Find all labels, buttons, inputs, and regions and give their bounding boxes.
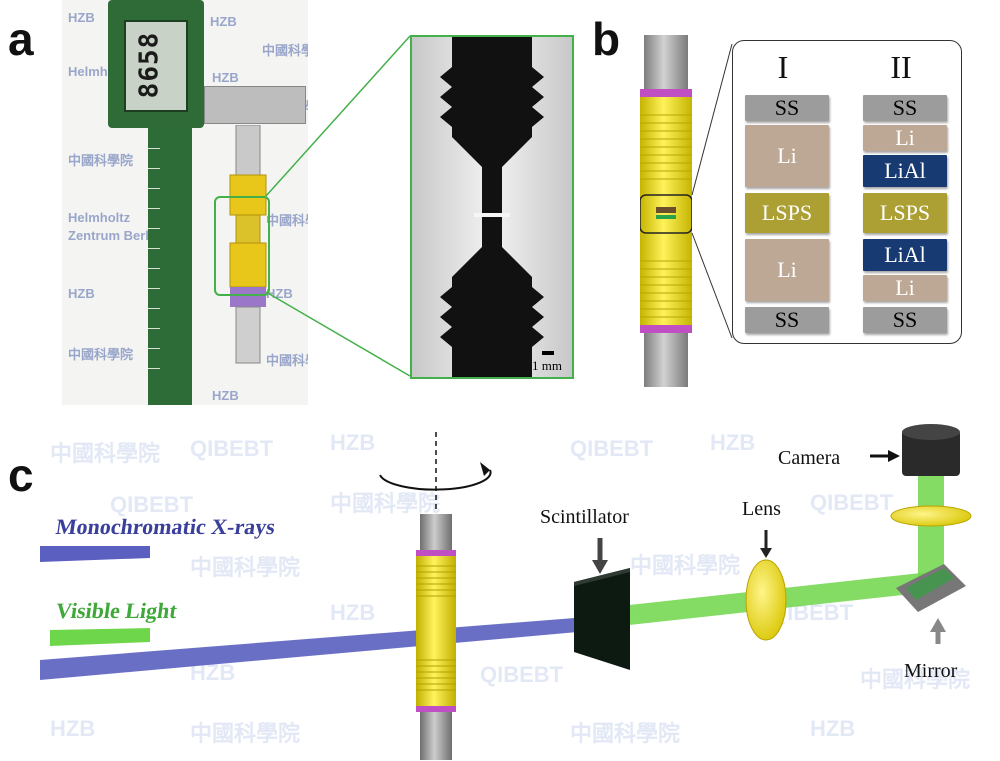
cell-sample	[416, 514, 456, 760]
watermark: 中國科學院	[262, 43, 308, 58]
panel-a-letter: a	[8, 13, 34, 65]
watermark: HZB	[266, 286, 293, 301]
panel-b-letter: b	[592, 13, 621, 65]
visible-light-label: Visible Light	[54, 598, 179, 623]
cell-photo	[229, 125, 267, 364]
layer-ss-bottom: SS	[863, 307, 947, 333]
xray-beam	[40, 616, 600, 680]
layer-ss-bottom: SS	[745, 307, 829, 333]
layer-lsps: LSPS	[745, 193, 829, 233]
layer-ss-top: SS	[745, 95, 829, 121]
rotation-arrow	[379, 469, 492, 491]
caliper-head: 8658	[108, 0, 204, 128]
watermark: HZB	[68, 286, 95, 301]
watermark: 中國科學院	[266, 213, 308, 228]
scintillator	[574, 568, 630, 670]
selection-box	[214, 196, 270, 296]
radiograph-image	[412, 37, 572, 377]
layer-li-top: Li	[863, 125, 947, 151]
caliper-display: 8658	[124, 20, 188, 112]
watermark: HZB	[68, 10, 95, 25]
xray-label: Monochromatic X-rays	[54, 514, 277, 539]
caliper-photo: HZB HZB 中國科學院 Helmholtz HZB 中國科學院 中國科學院 …	[62, 0, 308, 405]
caliper-scale	[148, 128, 192, 405]
watermark: 中國科學院	[266, 353, 308, 368]
caliper-jaw	[204, 86, 306, 124]
layer-lial-top: LiAl	[863, 155, 947, 187]
watermark: 中國科學院	[68, 347, 134, 362]
watermark: Zentrum Berlin	[68, 228, 161, 243]
layer-lial-bottom: LiAl	[863, 239, 947, 271]
layer-lsps: LSPS	[863, 193, 947, 233]
layer-ss-top: SS	[863, 95, 947, 121]
layer-li-bottom: Li	[745, 239, 829, 301]
layer-stack-inset: I II SS Li LSPS Li SS SS Li LiAl LSPS Li…	[732, 40, 962, 344]
caliper-reading: 8658	[134, 31, 165, 99]
xray-legend-bar	[40, 546, 150, 562]
watermark: Helmholtz	[68, 210, 131, 225]
mirror-label: Mirror	[904, 660, 958, 682]
scintillator-label: Scintillator	[540, 506, 629, 528]
column-head-ii: II	[890, 49, 912, 85]
watermark: HZB	[210, 14, 237, 29]
watermark: HZB	[212, 70, 239, 85]
layer-li-bottom: Li	[863, 275, 947, 301]
watermark: 中國科學院	[68, 153, 134, 168]
layer-li-top: Li	[745, 125, 829, 187]
beamline-schematic	[40, 424, 972, 760]
visible-legend-bar	[50, 628, 150, 646]
cell-schematic	[640, 35, 692, 387]
lens-label: Lens	[742, 498, 781, 520]
panel-c-letter: c	[8, 449, 34, 501]
camera	[902, 430, 960, 476]
lens	[745, 559, 787, 641]
column-head-i: I	[777, 49, 789, 85]
xray-radiograph-inset: 1 mm	[410, 35, 574, 379]
condenser-lens	[890, 505, 972, 527]
watermark: HZB	[212, 388, 239, 403]
scale-bar-label: 1 mm	[532, 358, 562, 373]
camera-label: Camera	[778, 447, 841, 469]
scale-bar	[542, 351, 554, 355]
